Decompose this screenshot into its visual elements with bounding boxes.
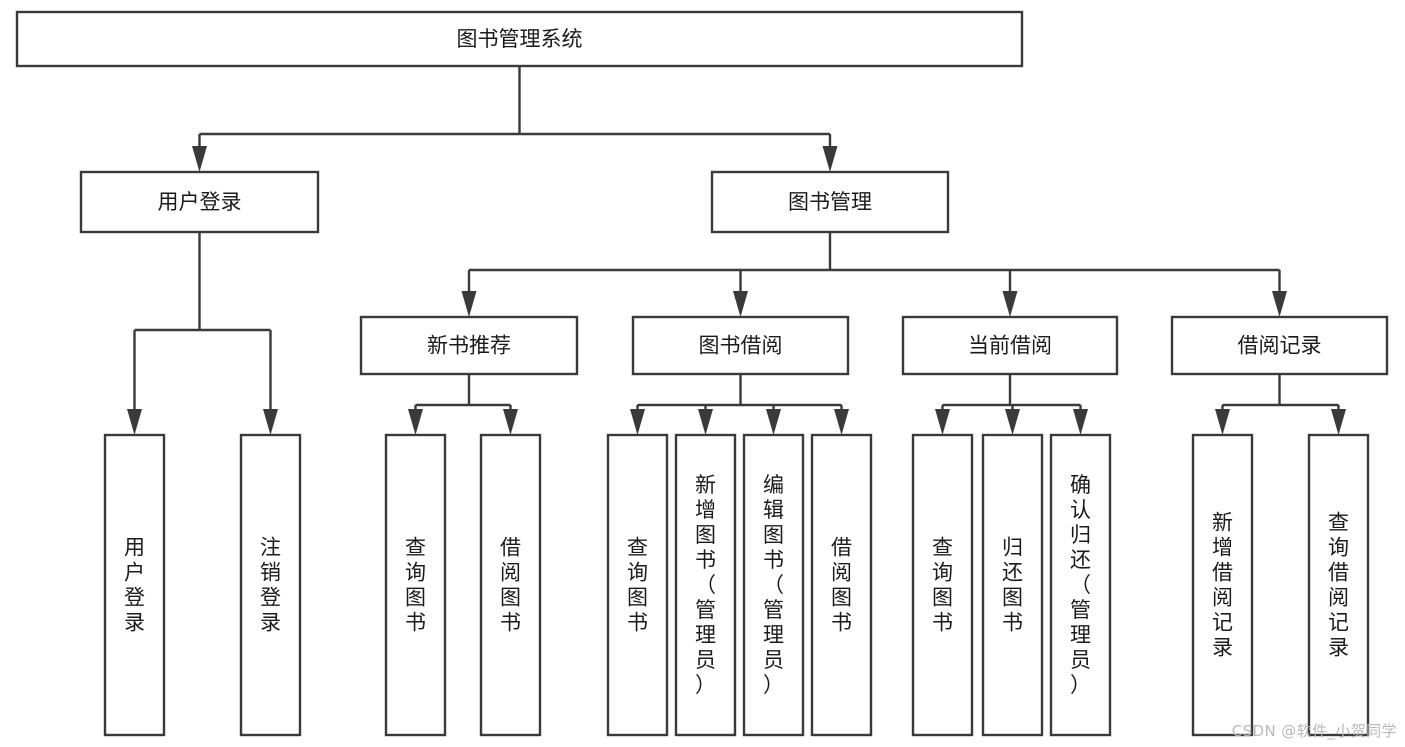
arrow-head-icon (698, 409, 713, 435)
node-leaf_12[interactable]: 新增借阅记录 (1191, 433, 1254, 737)
node-box (103, 433, 166, 737)
node-label: 新增借阅记录 (1212, 511, 1233, 660)
arrow-head-icon (192, 146, 207, 172)
node-l2_a[interactable]: 新书推荐 (359, 315, 579, 376)
node-box (981, 433, 1044, 737)
connector-layer (127, 66, 1346, 435)
arrow-head-icon (834, 409, 849, 435)
node-label: 注销登录 (260, 536, 281, 635)
node-label: 查询图书 (627, 536, 648, 635)
node-leaf_5[interactable]: 查询图书 (606, 433, 669, 737)
arrow-head-icon (935, 409, 950, 435)
node-box (359, 315, 579, 376)
node-label: 借阅记录 (1238, 334, 1322, 358)
arrow-head-icon (503, 409, 518, 435)
node-box (901, 315, 1119, 376)
node-l1_b[interactable]: 图书管理 (710, 170, 950, 234)
node-leaf_7[interactable]: 编辑图书（管理员） (742, 433, 805, 737)
arrow-head-icon (1272, 291, 1287, 317)
arrow-head-icon (1002, 291, 1018, 317)
node-box (239, 433, 302, 737)
node-box (674, 433, 737, 737)
arrow-head-icon (461, 291, 477, 317)
node-leaf_13[interactable]: 查询借阅记录 (1307, 433, 1370, 737)
arrow-head-icon (127, 409, 142, 435)
node-l2_b[interactable]: 图书借阅 (631, 315, 850, 376)
node-label: 用户登录 (158, 190, 242, 214)
node-label: 新增图书（管理员） (695, 473, 716, 697)
node-label: 图书管理系统 (457, 27, 583, 51)
node-box (810, 433, 873, 737)
node-leaf_9[interactable]: 查询图书 (911, 433, 974, 737)
node-label: 借阅图书 (500, 536, 521, 635)
node-l2_c[interactable]: 当前借阅 (901, 315, 1119, 376)
node-leaf_8[interactable]: 借阅图书 (810, 433, 873, 737)
arrow-head-icon (263, 409, 278, 435)
node-l1_a[interactable]: 用户登录 (79, 170, 320, 234)
node-box (79, 170, 320, 234)
arrow-head-icon (822, 146, 838, 172)
node-layer: 图书管理系统用户登录图书管理新书推荐图书借阅当前借阅借阅记录用户登录注销登录查询… (15, 10, 1389, 737)
node-label: 借阅图书 (831, 536, 852, 635)
node-label: 当前借阅 (968, 334, 1052, 358)
node-box (911, 433, 974, 737)
arrow-head-icon (408, 409, 423, 435)
node-leaf_2[interactable]: 注销登录 (239, 433, 302, 737)
node-leaf_3[interactable]: 查询图书 (384, 433, 447, 737)
node-box (479, 433, 542, 737)
arrow-head-icon (630, 409, 645, 435)
node-box (1049, 433, 1112, 737)
node-leaf_1[interactable]: 用户登录 (103, 433, 166, 737)
node-leaf_10[interactable]: 归还图书 (981, 433, 1044, 737)
node-label: 确认归还（管理员） (1070, 473, 1091, 697)
arrow-head-icon (1215, 409, 1230, 435)
watermark-text: CSDN @软件_小贺同学 (1231, 722, 1397, 740)
node-box (15, 10, 1024, 68)
arrow-head-icon (733, 291, 748, 317)
node-label: 用户登录 (124, 536, 145, 635)
node-leaf_11[interactable]: 确认归还（管理员） (1049, 433, 1112, 737)
node-box (606, 433, 669, 737)
node-label: 图书借阅 (699, 334, 783, 358)
node-box (742, 433, 805, 737)
node-box (384, 433, 447, 737)
node-l2_d[interactable]: 借阅记录 (1170, 315, 1389, 376)
arrow-head-icon (1331, 409, 1346, 435)
node-label: 查询图书 (405, 536, 426, 635)
node-box (1191, 433, 1254, 737)
node-label: 查询图书 (932, 536, 953, 635)
node-label: 编辑图书（管理员） (763, 473, 784, 697)
node-box (1307, 433, 1370, 737)
node-root[interactable]: 图书管理系统 (15, 10, 1024, 68)
arrow-head-icon (766, 409, 781, 435)
node-leaf_4[interactable]: 借阅图书 (479, 433, 542, 737)
node-box (631, 315, 850, 376)
node-box (710, 170, 950, 234)
node-label: 归还图书 (1002, 536, 1023, 635)
node-leaf_6[interactable]: 新增图书（管理员） (674, 433, 737, 737)
node-label: 查询借阅记录 (1328, 511, 1349, 660)
node-label: 图书管理 (788, 190, 872, 214)
arrow-head-icon (1073, 409, 1088, 435)
node-box (1170, 315, 1389, 376)
node-label: 新书推荐 (427, 334, 511, 358)
arrow-head-icon (1005, 409, 1020, 435)
